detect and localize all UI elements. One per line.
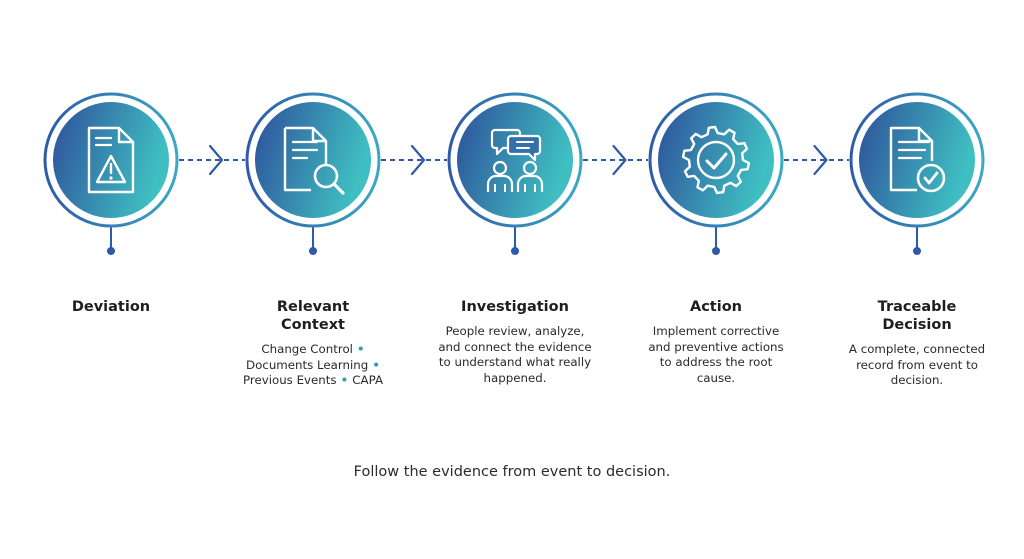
connector-arrow	[179, 144, 245, 176]
node-circle	[457, 102, 573, 218]
step-description: Change Control • Documents Learning • Pr…	[242, 342, 384, 387]
bullet-dot: •	[336, 373, 353, 387]
connectors-layer	[179, 144, 849, 176]
step-label: Deviation	[21, 298, 201, 316]
connector-arrow	[784, 144, 849, 176]
step-node	[849, 92, 985, 255]
step-node	[245, 92, 381, 255]
step-description: People review, analyze,and connect the e…	[438, 324, 592, 385]
connector-arrow	[583, 144, 648, 176]
document-search-icon	[283, 126, 345, 195]
tagline: Follow the evidence from event to decisi…	[353, 464, 671, 480]
node-circle	[658, 102, 774, 218]
node-dot	[913, 247, 921, 255]
node-circle	[255, 102, 371, 218]
connector-arrow	[381, 144, 447, 176]
step-node	[43, 92, 179, 255]
document-check-icon	[889, 126, 946, 193]
bullet-dot: •	[352, 342, 365, 356]
node-dot	[712, 247, 720, 255]
node-dot	[309, 247, 317, 255]
step-node	[447, 92, 583, 255]
node-circle	[859, 102, 975, 218]
step-node	[648, 92, 784, 255]
step-title: Investigation	[461, 299, 569, 315]
node-circle	[53, 102, 169, 218]
node-dot	[511, 247, 519, 255]
process-flow-diagram	[43, 92, 985, 255]
node-dot	[107, 247, 115, 255]
document-warning-icon	[87, 126, 135, 194]
step-title: Action	[689, 299, 742, 315]
gear-check-icon	[681, 125, 751, 195]
people-discussion-icon	[486, 128, 544, 192]
nodes-layer	[43, 92, 985, 255]
step-title: Deviation	[71, 299, 151, 315]
bullet-dot: •	[368, 357, 380, 372]
